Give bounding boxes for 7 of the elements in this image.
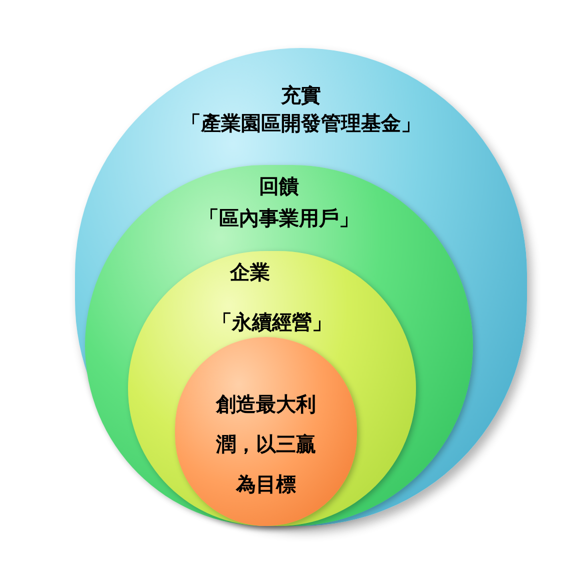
circle-heading: 充實 (280, 84, 322, 109)
circle-heading: 企業 (228, 261, 271, 286)
circle-heading: 回饋 (258, 175, 300, 200)
circle-text: 「區內事業用戶」 (198, 206, 360, 232)
circle-text: 「永續經營」 (211, 310, 333, 336)
circle-text: 「產業園區開發管理基金」 (180, 112, 422, 137)
goal-text: 創造最大利潤，以三贏為目標 (214, 393, 317, 498)
